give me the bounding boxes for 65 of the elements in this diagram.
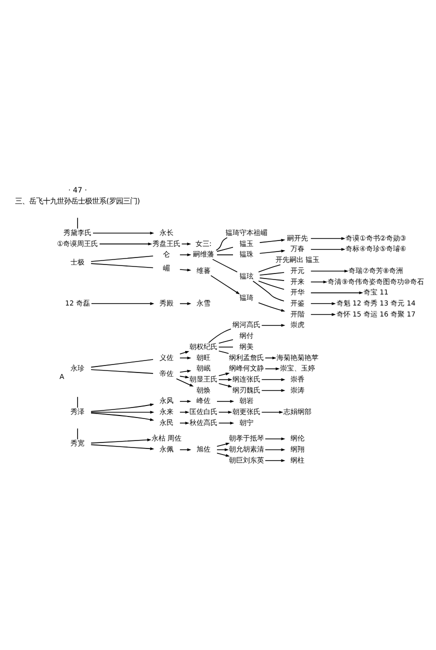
- connector: [77, 216, 78, 228]
- arrow: [181, 242, 192, 245]
- arrow: [180, 369, 192, 372]
- connector: [258, 280, 284, 290]
- arrow: [261, 388, 286, 392]
- arrow: [180, 399, 192, 402]
- arrow: [264, 366, 280, 370]
- connector: [216, 246, 234, 252]
- arrow: [310, 280, 328, 283]
- arrow: [218, 410, 232, 414]
- arrow: [99, 242, 152, 245]
- arrow: [261, 378, 286, 381]
- arrow: [210, 274, 240, 294]
- arrow: [180, 268, 192, 271]
- arrow: [91, 302, 154, 305]
- connector: [90, 255, 154, 262]
- arrow: [216, 452, 230, 456]
- connector: [259, 277, 284, 280]
- arrow: [218, 382, 232, 387]
- arrow: [310, 247, 346, 250]
- arrow: [90, 402, 154, 412]
- arrow: [90, 412, 154, 420]
- connector: [216, 254, 234, 255]
- arrow: [264, 356, 276, 359]
- arrow: [264, 436, 286, 440]
- arrow: [264, 458, 286, 462]
- arrow: [258, 302, 286, 312]
- arrow: [310, 269, 348, 272]
- connector: [218, 350, 229, 354]
- connector: [208, 328, 232, 343]
- connector: [77, 428, 78, 440]
- arrow: [90, 410, 154, 414]
- arrow: [259, 249, 286, 254]
- arrow: [90, 438, 152, 443]
- connector: [218, 338, 234, 344]
- connector: [252, 280, 284, 301]
- arrow: [180, 350, 190, 354]
- arrow: [218, 378, 232, 381]
- connector: [90, 368, 154, 374]
- arrow: [90, 444, 154, 450]
- arrow: [264, 448, 286, 451]
- arrow: [180, 356, 192, 359]
- arrow: [180, 421, 190, 424]
- connector: [258, 264, 281, 272]
- arrow: [216, 442, 230, 446]
- arrow: [261, 323, 286, 326]
- connector: [90, 358, 154, 368]
- arrow: [261, 410, 284, 414]
- arrow: [310, 302, 336, 305]
- arrow: [310, 236, 346, 240]
- arrow: [259, 238, 286, 242]
- connector: [218, 346, 234, 347]
- connector: [77, 396, 78, 408]
- connector: [212, 258, 238, 272]
- arrow: [218, 421, 234, 424]
- arrow: [218, 372, 230, 376]
- connector: [216, 236, 228, 250]
- arrow: [180, 375, 190, 378]
- arrow: [216, 399, 234, 402]
- arrow: [176, 378, 194, 386]
- connector: [90, 262, 154, 268]
- arrow: [310, 312, 336, 316]
- arrow: [310, 290, 364, 294]
- connector: [259, 272, 284, 276]
- arrow: [92, 231, 154, 234]
